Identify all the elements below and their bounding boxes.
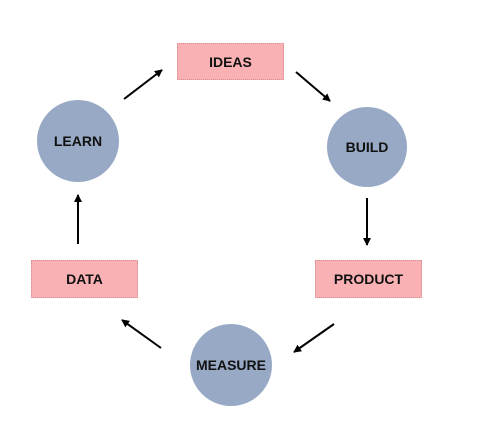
ideas-node: IDEAS: [177, 43, 284, 80]
data-node: DATA: [31, 260, 138, 298]
arrow-learn-to-ideas: [123, 69, 163, 100]
build-node: BUILD: [327, 107, 407, 187]
product-node: PRODUCT: [315, 260, 422, 298]
learn-label: LEARN: [53, 133, 103, 149]
data-label: DATA: [66, 271, 103, 287]
learn-node: LEARN: [37, 100, 119, 182]
arrow-measure-to-data: [121, 319, 162, 349]
ideas-label: IDEAS: [209, 53, 252, 70]
measure-label: MEASURE: [195, 357, 266, 373]
arrow-ideas-to-build: [295, 71, 331, 102]
arrow-product-to-measure: [293, 323, 335, 353]
measure-node: MEASURE: [190, 324, 272, 406]
product-label: PRODUCT: [333, 271, 404, 287]
build-label: BUILD: [345, 139, 389, 155]
